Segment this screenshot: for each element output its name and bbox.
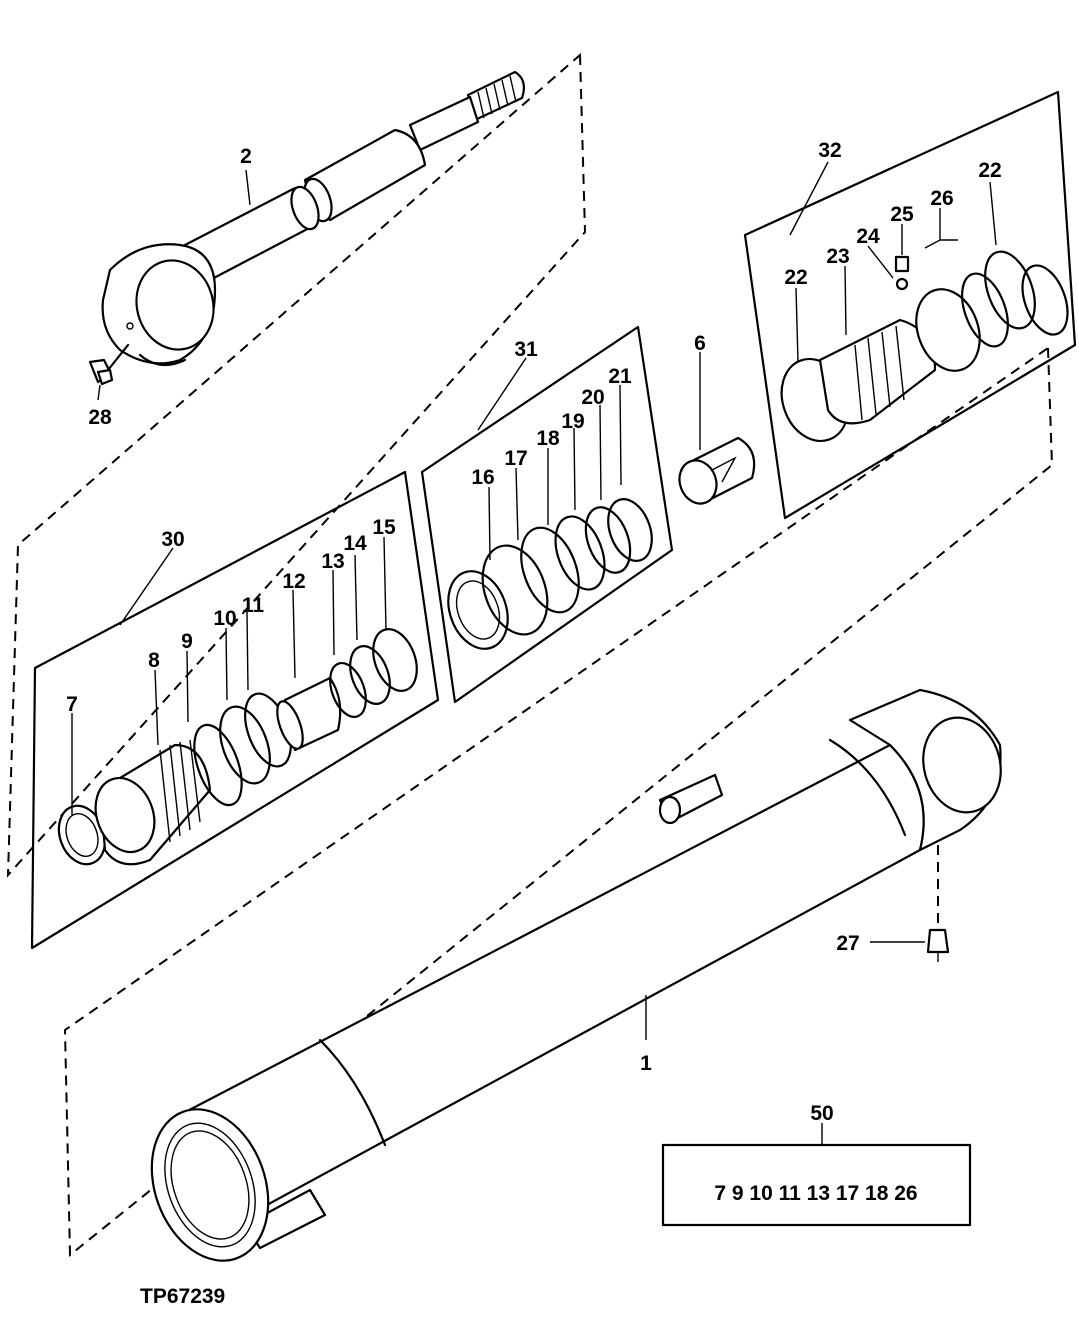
callout-25: 25 [890,203,914,226]
callout-17: 17 [504,447,527,470]
callout-27: 27 [836,932,859,955]
callout-50: 50 [810,1102,833,1125]
callout-22-left: 22 [784,266,807,289]
callout-21: 21 [608,365,632,388]
callout-28: 28 [88,406,112,429]
grease-fitting-part-28 [88,343,130,386]
callout-30: 30 [161,528,184,551]
callout-10: 10 [213,607,236,630]
callout-9: 9 [181,630,193,653]
seal-kit-box-50 [661,1143,972,1227]
leader-lines [71,161,997,1145]
seal-kit-contents: 7 9 10 11 13 17 18 26 [714,1182,917,1205]
piston-rod-part-2 [101,70,525,367]
callout-19: 19 [561,410,584,433]
piston-group-box-32 [743,90,1077,520]
callout-24: 24 [856,225,880,248]
callout-1: 1 [640,1052,652,1075]
callout-26: 26 [930,187,953,210]
callout-16: 16 [471,466,494,489]
callout-8: 8 [148,649,160,672]
callout-2: 2 [240,145,252,168]
figure-reference: TP67239 [140,1285,225,1308]
callout-12: 12 [282,570,305,593]
callout-15: 15 [372,516,396,539]
rod-guide-parts [57,628,418,866]
callout-13: 13 [321,550,344,573]
callout-14: 14 [343,532,367,555]
callout-20: 20 [581,386,604,409]
callout-6: 6 [694,332,706,355]
cylinder-barrel-part-1 [150,688,1002,1262]
callout-32: 32 [818,139,841,162]
rod-guide-group-box-30 [30,470,440,950]
rod-assembly-boundary [6,52,587,878]
spacer-part-6 [678,436,756,505]
callout-31: 31 [514,338,538,361]
piston-seal-group-box-31 [420,325,674,704]
barrel-assembly-boundary [63,346,1054,1258]
piston-group-parts [780,250,1069,443]
grease-fitting-part-27 [926,845,950,962]
callout-18: 18 [536,427,560,450]
callout-23: 23 [826,245,849,268]
callout-7: 7 [66,693,78,716]
piston-seal-parts [447,498,653,650]
callout-22-right: 22 [978,159,1001,182]
callout-11: 11 [242,594,265,617]
callout-numbers: 2 28 30 7 8 9 10 11 12 13 14 15 31 16 17… [66,139,1002,1125]
